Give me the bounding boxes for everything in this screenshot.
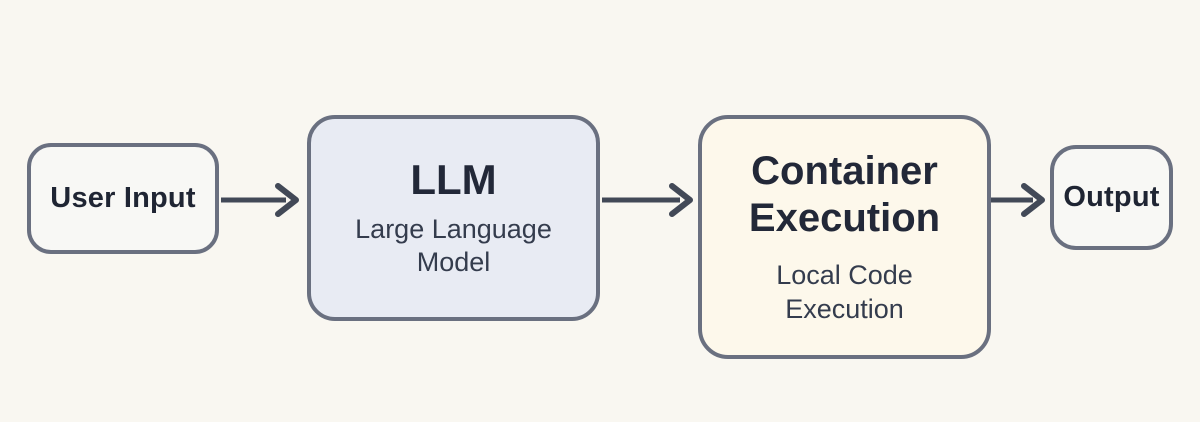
node-subtitle: Local Code Execution: [776, 260, 913, 325]
arrow-right-icon: [602, 183, 693, 217]
flow-arrow: [602, 182, 694, 218]
node-label: User Input: [50, 182, 196, 214]
flow-arrow: [991, 182, 1046, 218]
node-user-input: User Input: [27, 143, 219, 254]
node-label: Output: [1063, 181, 1160, 213]
node-container-execution: Container Execution Local Code Execution: [698, 115, 991, 359]
arrow-right-icon: [221, 183, 299, 217]
node-title: LLM: [410, 155, 497, 203]
flow-arrow: [220, 182, 302, 218]
arrow-right-icon: [991, 183, 1045, 217]
node-llm: LLM Large Language Model: [307, 115, 600, 321]
node-title: Container Execution: [748, 148, 941, 240]
node-output: Output: [1050, 145, 1173, 250]
node-subtitle: Large Language Model: [355, 214, 552, 278]
